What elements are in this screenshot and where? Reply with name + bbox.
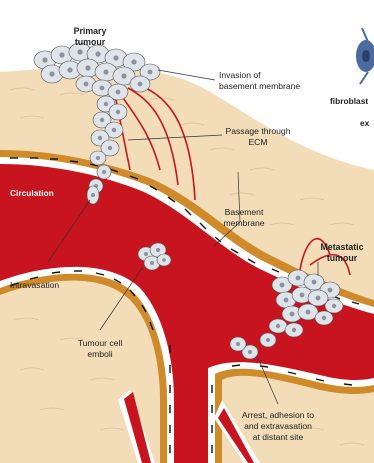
- label-intravasation: Intravasation: [10, 280, 59, 290]
- label-arrest-3: at distant site: [253, 432, 304, 442]
- label-passage-2: ECM: [248, 137, 267, 147]
- label-circulation: Circulation: [10, 188, 54, 198]
- label-basement-membrane-2: membrane: [223, 218, 264, 228]
- label-primary-tumour-2: tumour: [75, 37, 106, 47]
- label-arrest-1: Arrest, adhesion to: [242, 410, 314, 420]
- label-metastatic-tumour-1: Metastatic: [320, 242, 363, 252]
- label-ex-partial: ex: [360, 118, 370, 128]
- label-invasion-1: Invasion of: [219, 70, 261, 80]
- label-arrest-2: and extravasation: [244, 421, 312, 431]
- label-primary-tumour-1: Primary: [74, 26, 107, 36]
- label-emboli-2: emboli: [87, 349, 112, 359]
- label-basement-membrane-1: Basement: [225, 207, 264, 217]
- label-fibroblast-partial: fibroblast: [330, 96, 368, 106]
- label-metastatic-tumour-2: tumour: [327, 253, 358, 263]
- label-invasion-2: basement membrane: [219, 81, 300, 91]
- label-passage-1: Passage through: [226, 126, 291, 136]
- label-emboli-1: Tumour cell: [78, 338, 123, 348]
